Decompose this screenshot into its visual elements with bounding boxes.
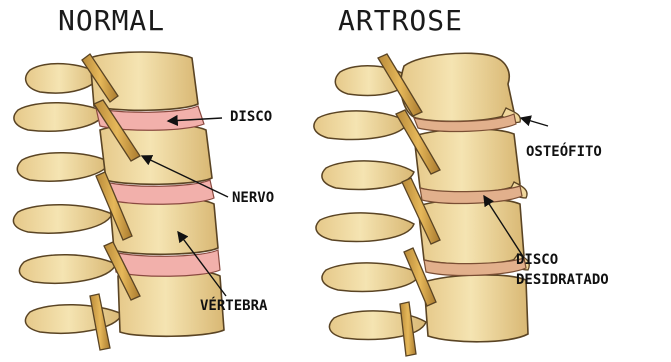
label-disco-desidratado-line1: DISCO (516, 250, 558, 270)
label-vertebra: VÉRTEBRA (200, 296, 267, 316)
normal-spine (13, 52, 224, 350)
label-osteofito: OSTEÓFITO (526, 142, 602, 162)
label-disco: DISCO (230, 107, 272, 127)
artrose-spine (314, 53, 529, 356)
osteofito-pointer (521, 118, 548, 126)
label-disco-desidratado-line2: DESIDRATADO (516, 270, 609, 290)
label-nervo: NERVO (232, 188, 274, 208)
